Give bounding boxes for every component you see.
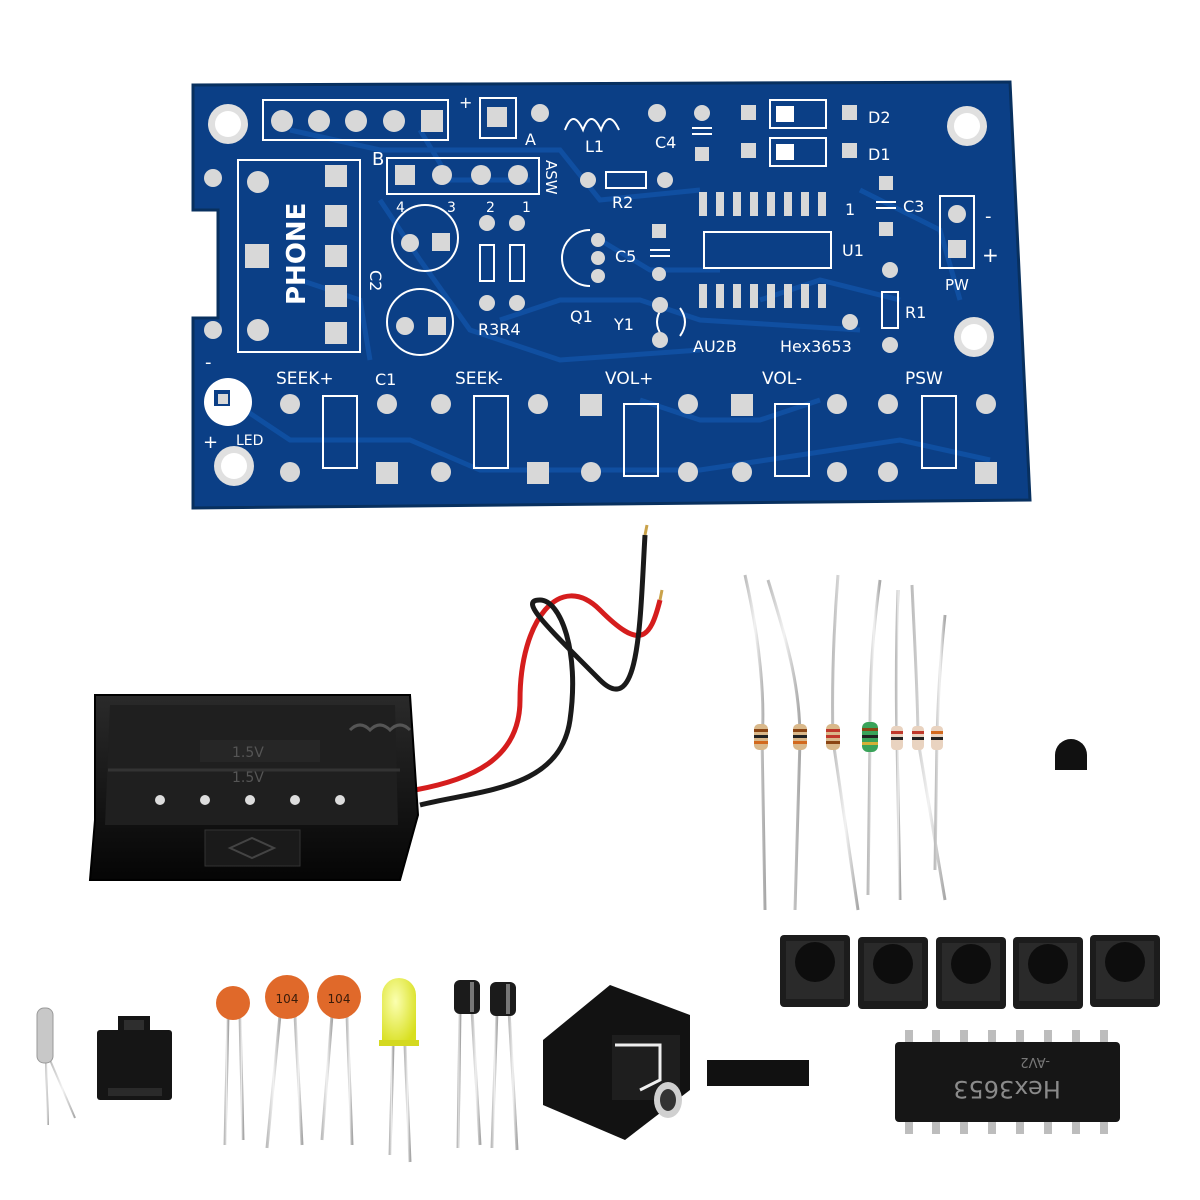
label-vol-plus: VOL+	[605, 369, 653, 389]
label-seek-plus: SEEK+	[276, 369, 334, 389]
label-phone: PHONE	[282, 203, 312, 305]
cap-label-2: 104	[328, 992, 351, 1006]
header-pw-outline	[939, 195, 975, 269]
tactile-switches	[780, 935, 1160, 1009]
u1-outline	[703, 231, 832, 269]
label-au2b: AU2B	[693, 337, 737, 356]
label-pw: PW	[945, 276, 969, 294]
battery-label-2: 1.5V	[232, 770, 264, 786]
pcb-outline	[191, 80, 1032, 510]
label-asw-1: 1	[522, 200, 531, 216]
u1-pads-top	[699, 192, 826, 216]
audio-jack	[543, 985, 690, 1140]
resistor	[743, 574, 768, 911]
switch-pads	[280, 394, 997, 484]
electrolytic-capacitors	[454, 980, 519, 1151]
electrolytic-capacitor	[454, 980, 482, 1149]
ceramic-capacitors: 104 104	[216, 975, 361, 1149]
label-d1: D1	[868, 145, 891, 164]
label-led-plus: +	[203, 432, 218, 453]
label-asw-3: 3	[447, 200, 456, 216]
label-y1: Y1	[613, 315, 634, 334]
ceramic-capacitor	[216, 986, 250, 1146]
label-b: B	[372, 149, 384, 170]
label-hex: Hex3653	[780, 337, 852, 356]
label-q1: Q1	[570, 307, 593, 326]
label-l1: L1	[585, 137, 604, 156]
resistor	[910, 584, 947, 901]
ceramic-capacitor: 104	[265, 975, 309, 1149]
label-c4: C4	[655, 133, 676, 152]
tactile-switch	[936, 937, 1006, 1009]
label-d2: D2	[868, 108, 891, 127]
battery-red-wire	[414, 593, 663, 793]
crystal-oscillator	[36, 1007, 76, 1126]
transistor	[1055, 739, 1087, 845]
label-c3: C3	[903, 197, 924, 216]
header-b-pads	[271, 110, 443, 132]
label-pw-minus: -	[985, 206, 992, 227]
resistors	[743, 574, 947, 911]
battery-label-1: 1.5V	[232, 745, 264, 761]
mounting-holes	[208, 104, 994, 486]
tactile-switch	[858, 937, 928, 1009]
transistor-q1-silk	[561, 229, 591, 287]
label-pw-plus: +	[982, 243, 999, 267]
radio-ic-chip: Hex3653 -AV2	[895, 1030, 1120, 1134]
label-c5: C5	[615, 247, 636, 266]
label-u1: U1	[842, 241, 864, 260]
header-pins	[707, 1030, 809, 1150]
label-asw-4: 4	[396, 200, 405, 216]
label-led: LED	[236, 433, 263, 449]
diode-d1	[769, 137, 827, 167]
header-b-outline	[262, 99, 449, 141]
resistor	[826, 574, 860, 911]
pcb-board: B + A L1 C4 D2 D1 ASW 4 3 2 1	[191, 80, 1032, 510]
pad-a	[487, 107, 507, 127]
label-asw-2: 2	[486, 200, 495, 216]
electrolytic-capacitor	[490, 982, 519, 1151]
label-c2: C2	[366, 270, 385, 291]
resistor	[931, 614, 947, 871]
cap-label-1: 104	[276, 992, 299, 1006]
diode-d2	[769, 99, 827, 129]
pad-a-outline	[479, 97, 517, 139]
chip-sublabel: -AV2	[1020, 1054, 1050, 1069]
label-c1: C1	[375, 370, 396, 389]
phone-jack-outline	[237, 159, 361, 353]
label-r3r4: R3R4	[478, 320, 521, 339]
label-r2: R2	[612, 193, 633, 212]
label-asw: ASW	[542, 160, 560, 195]
label-a: A	[525, 130, 536, 149]
yellow-led	[379, 978, 419, 1163]
resistor	[862, 579, 882, 896]
tactile-switch	[1013, 937, 1083, 1009]
ceramic-capacitor: 104	[317, 975, 361, 1146]
tactile-switch	[780, 935, 850, 1007]
jumper-cap	[97, 1016, 172, 1100]
label-led-minus: -	[205, 352, 212, 373]
resistor	[766, 579, 807, 911]
label-psw: PSW	[905, 369, 943, 389]
phone-jack-pads	[245, 165, 347, 344]
header-asw-outline	[386, 157, 540, 195]
battery-black-wire	[419, 534, 648, 808]
label-r1: R1	[905, 303, 926, 322]
label-seek-minus: SEEK-	[455, 369, 503, 389]
label-vol-minus: VOL-	[762, 369, 802, 389]
coil-l1-silk	[564, 118, 620, 133]
cap-c1-silk	[386, 288, 454, 356]
chip-label: Hex3653	[953, 1075, 1061, 1103]
tactile-switch	[1090, 935, 1160, 1007]
resistor	[891, 589, 903, 901]
battery-holder: 1.5V 1.5V	[88, 524, 664, 881]
u1-pads-bottom	[699, 284, 826, 308]
label-plus-b: +	[459, 93, 472, 112]
cap-c2-silk	[391, 204, 459, 272]
switch-footprints	[322, 395, 957, 477]
label-u1-pin1: 1	[845, 200, 855, 219]
